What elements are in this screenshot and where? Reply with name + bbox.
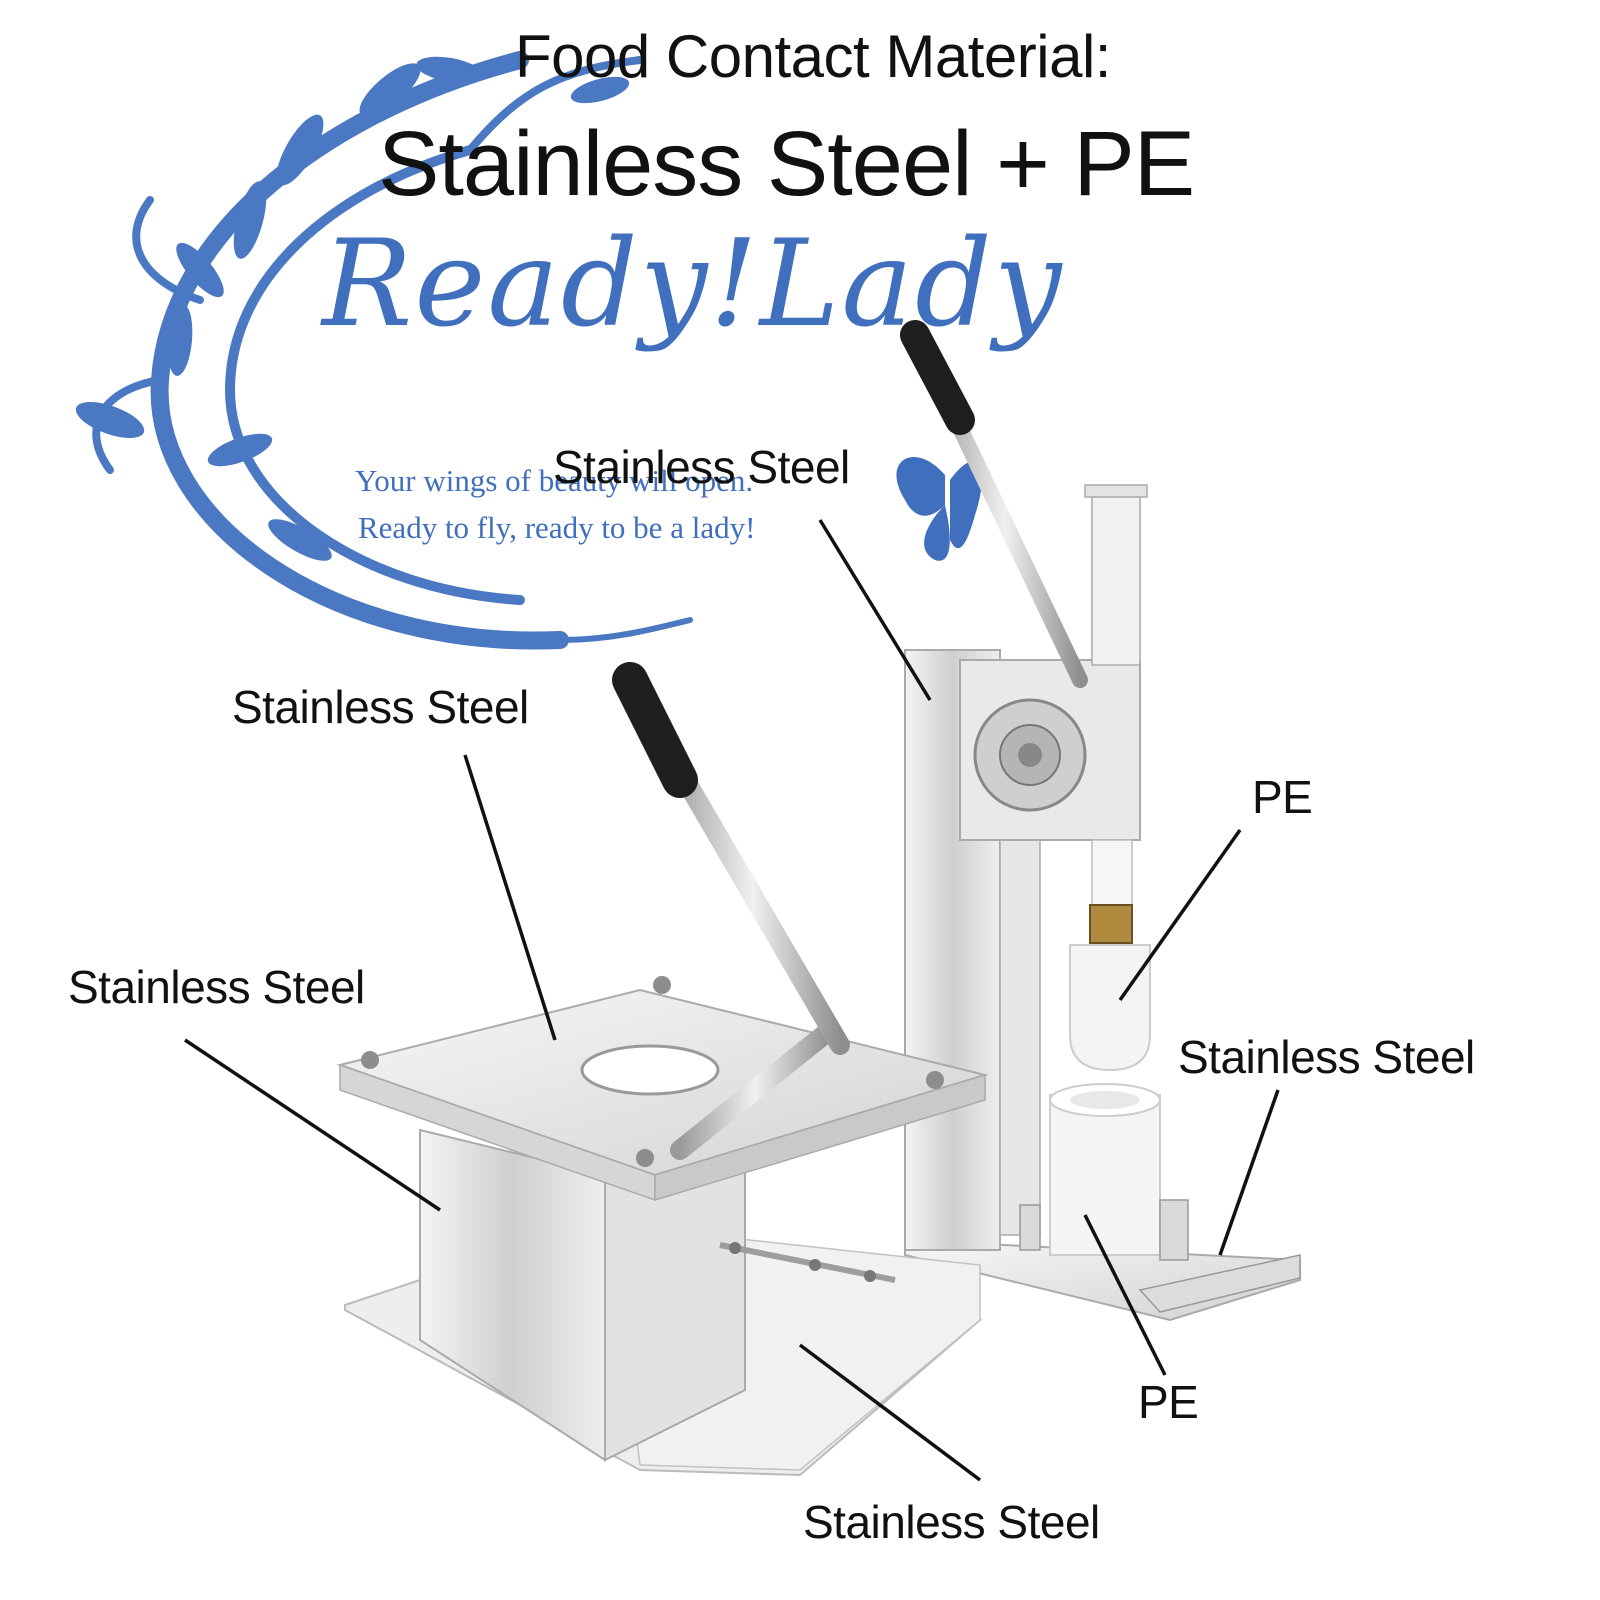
brand-watermark: Ready!Lady	[322, 215, 1064, 354]
callout-stand-base-label: Stainless Steel	[1178, 1031, 1475, 1083]
callout-top-plate-label: Stainless Steel	[232, 681, 529, 733]
callout-plunger-label: PE	[1252, 771, 1313, 823]
leaf-watermark	[75, 56, 630, 561]
tagline-line-1: Your wings of beauty will open.	[355, 463, 754, 498]
callout-lever-label: Stainless Steel	[553, 441, 850, 493]
callout-base-box-label: Stainless Steel	[68, 961, 365, 1013]
tagline-line-2: Ready to fly, ready to be a lady!	[358, 510, 756, 545]
page-title: Stainless Steel + PE	[378, 113, 1195, 215]
left-machine	[336, 662, 989, 1477]
page-subtitle: Food Contact Material:	[515, 23, 1111, 90]
butterfly-watermark	[896, 456, 982, 561]
callout-lines	[184, 519, 1280, 1482]
stand-machine	[900, 320, 1301, 1322]
callout-bottom-plate-label: Stainless Steel	[803, 1496, 1100, 1548]
callout-cup-label: PE	[1138, 1376, 1199, 1428]
